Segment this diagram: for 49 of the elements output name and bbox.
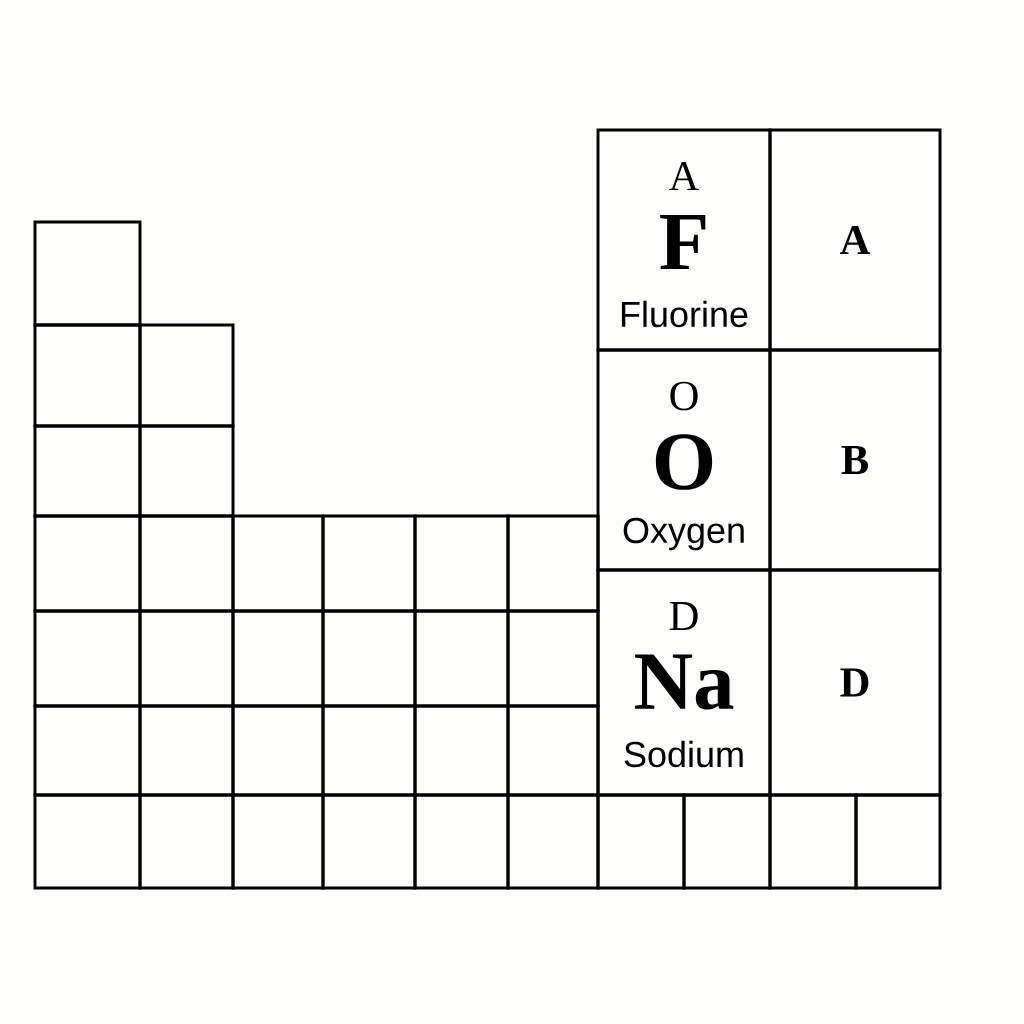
empty-cell [321, 609, 417, 708]
empty-cell [138, 793, 235, 890]
empty-cell [138, 323, 235, 428]
empty-cell [413, 514, 510, 613]
empty-cell [413, 609, 510, 708]
element-cell [596, 128, 772, 352]
empty-cell [321, 793, 417, 890]
empty-cell [321, 704, 417, 797]
empty-cell [506, 609, 600, 708]
element-cell [768, 348, 942, 572]
element-symbol: Na [635, 654, 734, 710]
empty-cell [231, 514, 325, 613]
group-letter: A [840, 225, 871, 255]
empty-cell [33, 793, 142, 890]
empty-cell [506, 514, 600, 613]
empty-cell [33, 323, 142, 428]
element-number: A [669, 161, 700, 191]
empty-cell [596, 793, 686, 890]
empty-cell [321, 514, 417, 613]
empty-cell [413, 704, 510, 797]
empty-cell [138, 424, 235, 518]
empty-cell [33, 220, 142, 327]
group-letter: B [841, 445, 869, 475]
empty-cell [506, 704, 600, 797]
empty-cell [413, 793, 510, 890]
empty-cell [138, 514, 235, 613]
element-name: Sodium [624, 740, 743, 768]
element-symbol: O [655, 434, 713, 490]
empty-cell [33, 609, 142, 708]
element-cell [768, 568, 942, 797]
empty-cell [506, 793, 600, 890]
element-symbol: F [660, 214, 706, 270]
empty-cell [854, 793, 942, 890]
empty-cell [138, 609, 235, 708]
group-letter: D [840, 668, 869, 697]
empty-cell [231, 704, 325, 797]
empty-cell [138, 704, 235, 797]
element-number: O [670, 381, 698, 411]
empty-cell [231, 793, 325, 890]
empty-cell [231, 609, 325, 708]
empty-cell [33, 704, 142, 797]
empty-cell [33, 424, 142, 518]
empty-cell [33, 514, 142, 613]
element-number: D [669, 602, 698, 630]
empty-cell [682, 793, 772, 890]
element-name: Oxygen [623, 517, 744, 551]
element-cell [768, 128, 942, 352]
element-name: Fluorine [621, 300, 748, 328]
empty-cell [768, 793, 858, 890]
